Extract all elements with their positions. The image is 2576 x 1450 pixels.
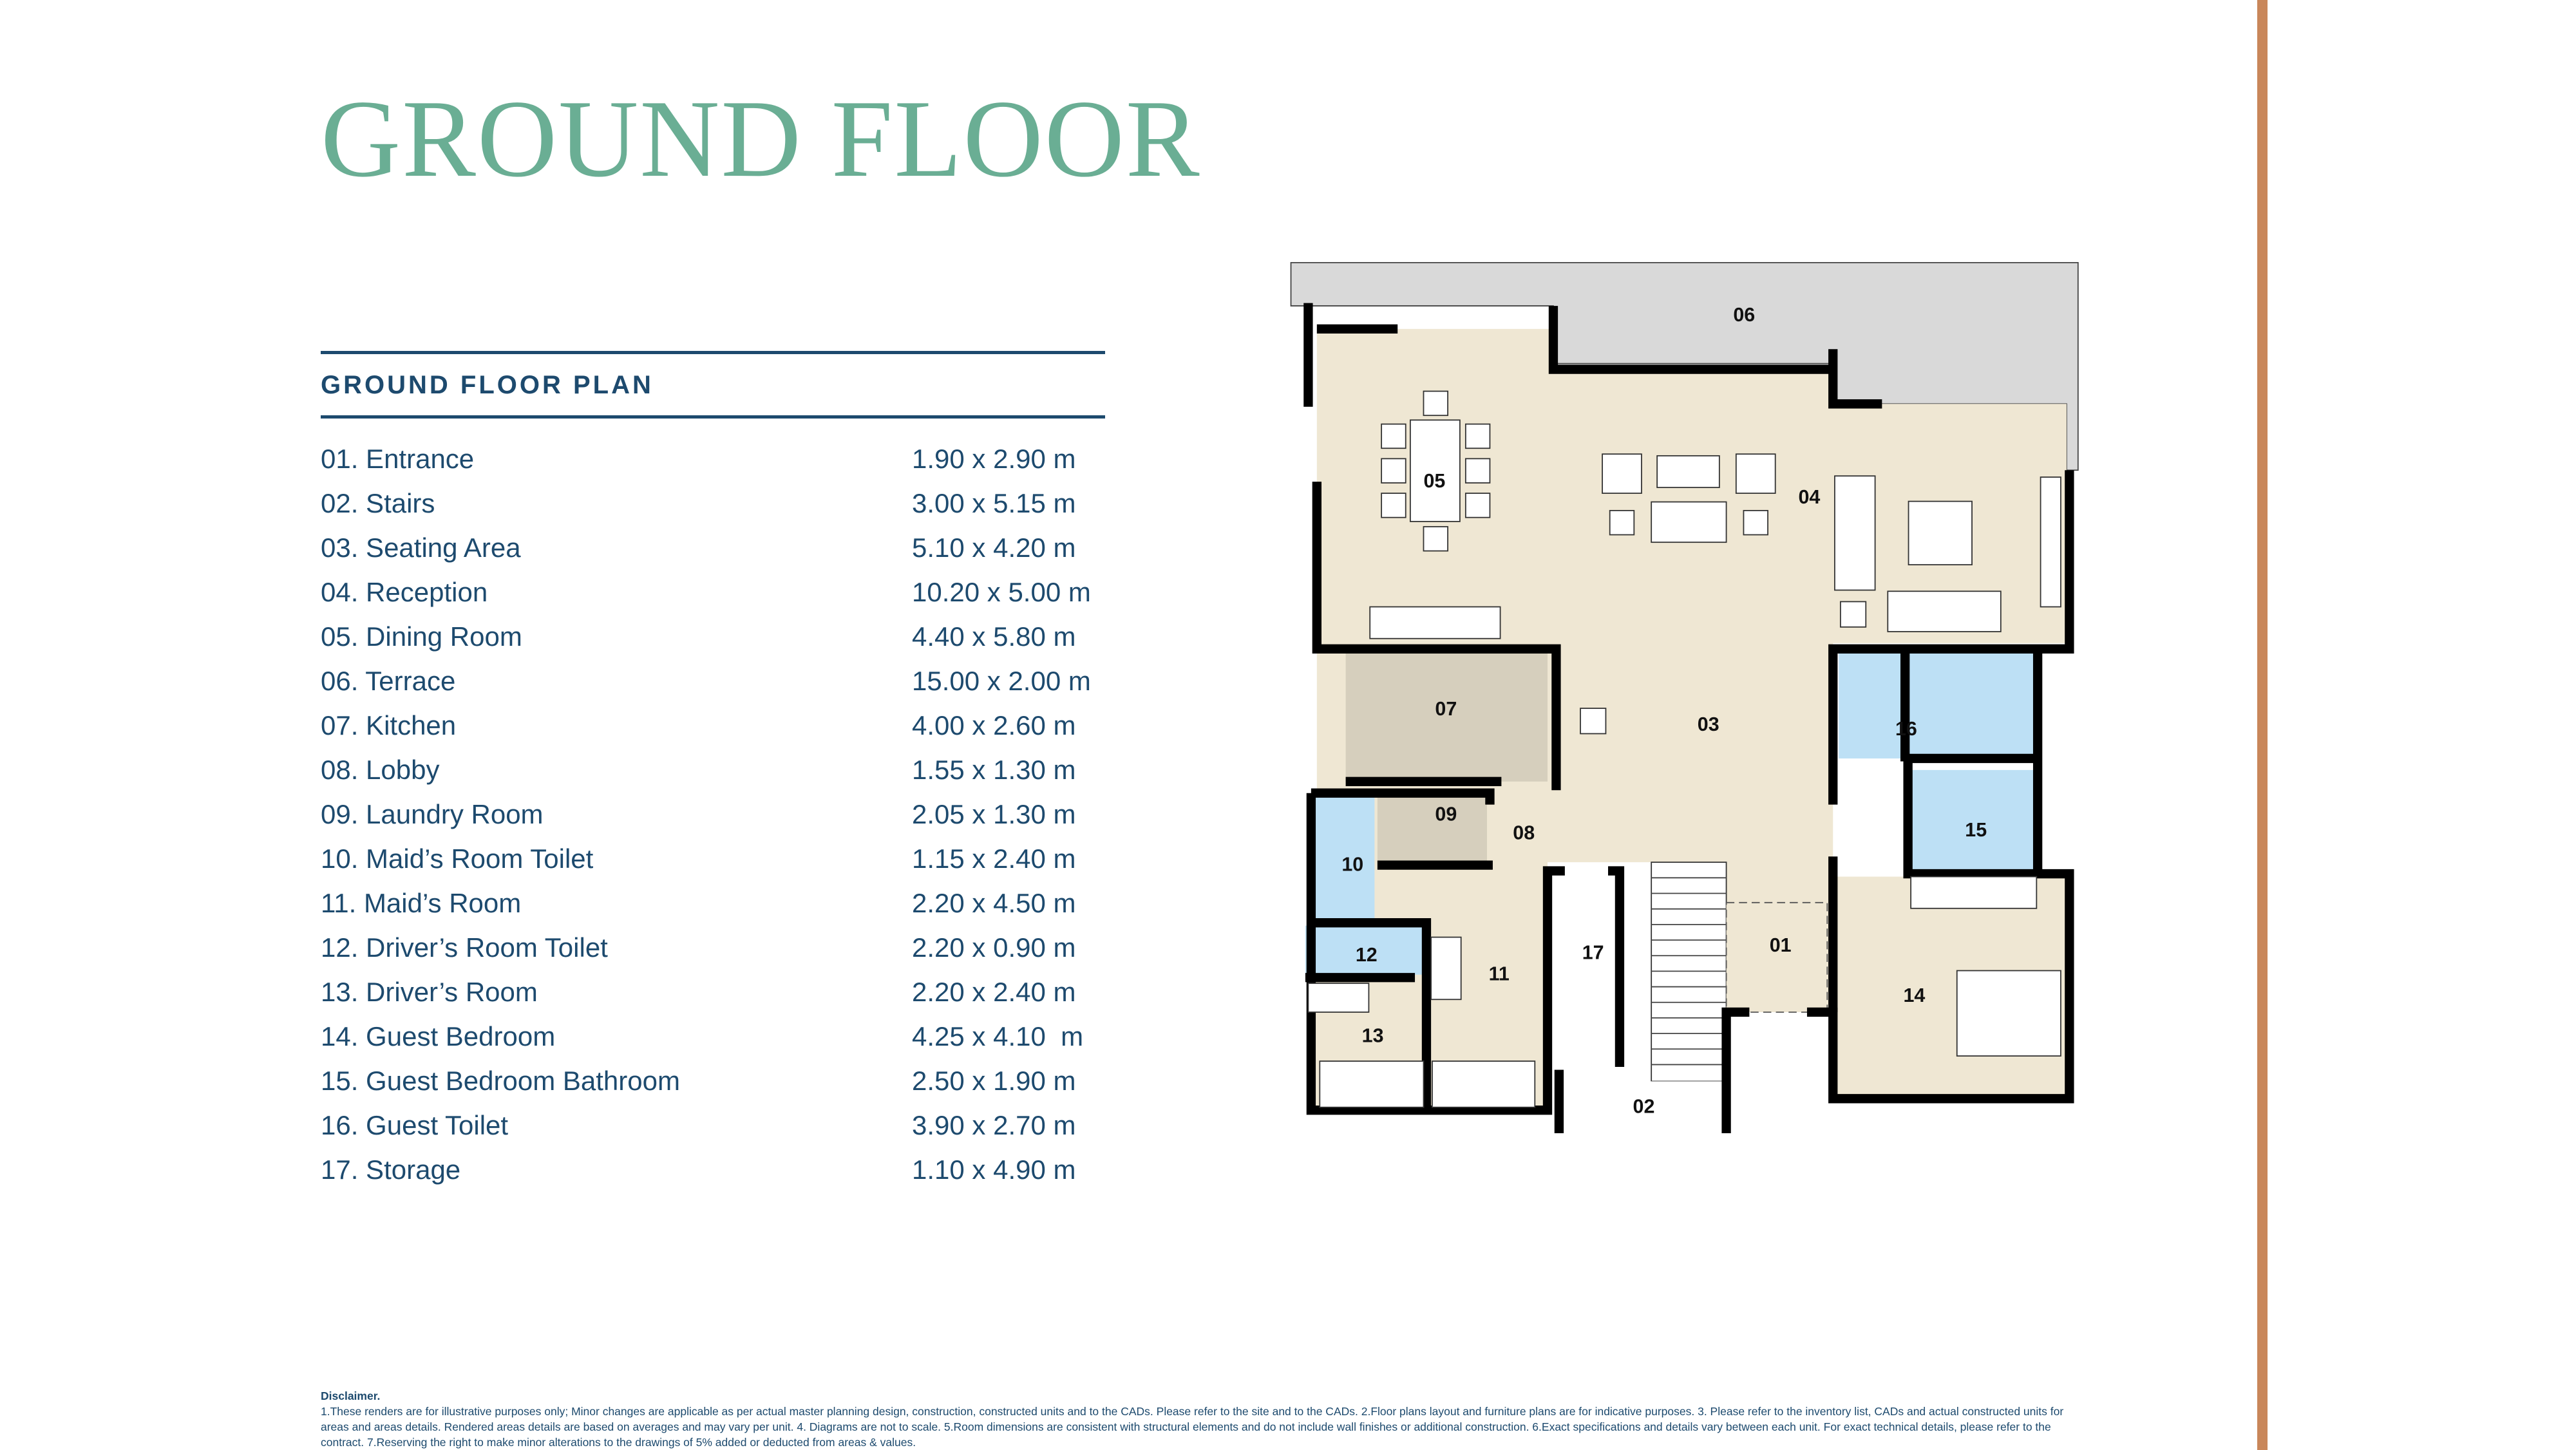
room-name: 05. Dining Room: [321, 621, 522, 652]
room-row: 17. Storage 1.10 x 4.90 m: [321, 1147, 1113, 1192]
label-lobby: 08: [1513, 822, 1535, 843]
label-reception: 04: [1799, 486, 1821, 508]
room-name: 02. Stairs: [321, 487, 435, 518]
kitchen-floor: [1345, 646, 1548, 782]
guest-toilet-floor: [1839, 652, 2038, 758]
divider: [321, 351, 1105, 354]
disclaimer-heading: Disclaimer.: [321, 1389, 381, 1402]
room-name: 01. Entrance: [321, 443, 475, 474]
room-size: 2.50 x 1.90 m: [912, 1065, 1076, 1096]
label-stairs: 02: [1633, 1096, 1655, 1118]
room-size: 4.00 x 2.60 m: [912, 710, 1076, 740]
laundry-floor: [1377, 796, 1487, 863]
room-row: 15. Guest Bedroom Bathroom 2.50 x 1.90 m: [321, 1059, 1113, 1103]
label-driver-room: 13: [1362, 1025, 1384, 1047]
page-title: GROUND FLOOR: [321, 78, 1201, 200]
room-size: 2.20 x 0.90 m: [912, 932, 1076, 963]
room-name: 13. Driver’s Room: [321, 976, 538, 1007]
room-row: 12. Driver’s Room Toilet 2.20 x 0.90 m: [321, 925, 1113, 970]
room-name: 17. Storage: [321, 1154, 461, 1185]
room-name: 08. Lobby: [321, 754, 440, 785]
label-terrace: 06: [1733, 304, 1755, 326]
accent-bar: [2257, 0, 2268, 1450]
stair-landing: [1558, 1081, 1727, 1133]
room-name: 12. Driver’s Room Toilet: [321, 932, 608, 963]
walls: [1303, 303, 2074, 1133]
room-row: 08. Lobby 1.55 x 1.30 m: [321, 748, 1113, 792]
divider: [321, 415, 1105, 419]
room-name: 10. Maid’s Room Toilet: [321, 843, 594, 874]
room-row: 07. Kitchen 4.00 x 2.60 m: [321, 703, 1113, 748]
room-name: 06. Terrace: [321, 665, 456, 696]
label-maid-toilet: 10: [1341, 854, 1363, 876]
room-row: 09. Laundry Room 2.05 x 1.30 m: [321, 792, 1113, 836]
room-row: 13. Driver’s Room 2.20 x 2.40 m: [321, 970, 1113, 1014]
room-size: 5.10 x 4.20 m: [912, 532, 1076, 563]
label-guest-bath: 15: [1965, 819, 1987, 841]
room-size: 3.00 x 5.15 m: [912, 487, 1076, 518]
label-guest-toilet: 16: [1895, 718, 1917, 740]
room-row: 04. Reception 10.20 x 5.00 m: [321, 570, 1113, 614]
label-entrance: 01: [1770, 934, 1792, 956]
room-name: 09. Laundry Room: [321, 798, 544, 829]
room-row: 03. Seating Area 5.10 x 4.20 m: [321, 525, 1113, 570]
guest-bath-floor: [1908, 769, 2038, 871]
room-name: 16. Guest Toilet: [321, 1109, 509, 1140]
label-maid-room: 11: [1489, 963, 1510, 985]
label-dining: 05: [1423, 470, 1445, 492]
room-row: 16. Guest Toilet 3.90 x 2.70 m: [321, 1103, 1113, 1147]
room-size: 1.15 x 2.40 m: [912, 843, 1076, 874]
room-size: 1.90 x 2.90 m: [912, 443, 1076, 474]
room-size: 4.40 x 5.80 m: [912, 621, 1076, 652]
disclaimer: Disclaimer. 1.These renders are for illu…: [321, 1388, 2072, 1450]
room-size: 10.20 x 5.00 m: [912, 576, 1091, 607]
maid-toilet-floor: [1314, 796, 1375, 920]
section-heading: GROUND FLOOR PLAN: [321, 371, 654, 399]
label-driver-toilet: 12: [1356, 944, 1378, 966]
reception-floor: [1308, 328, 2067, 1111]
stair-treads: [1651, 877, 1727, 1066]
label-seating: 03: [1698, 713, 1719, 735]
room-row: 06. Terrace 15.00 x 2.00 m: [321, 659, 1113, 703]
room-size: 1.10 x 4.90 m: [912, 1154, 1076, 1185]
room-row: 01. Entrance 1.90 x 2.90 m: [321, 437, 1113, 481]
label-storage: 17: [1582, 942, 1604, 964]
room-name: 04. Reception: [321, 576, 488, 607]
disclaimer-text: 1.These renders are for illustrative pur…: [321, 1405, 2064, 1449]
room-name: 03. Seating Area: [321, 532, 521, 563]
room-row: 05. Dining Room 4.40 x 5.80 m: [321, 614, 1113, 659]
label-kitchen: 07: [1435, 698, 1457, 720]
room-size: 3.90 x 2.70 m: [912, 1109, 1076, 1140]
floor-plan: 06 05 04 07 03 16 09 08 15 10 12 17 01 1…: [1290, 262, 2079, 1133]
storage-floor: [1556, 874, 1623, 1082]
room-name: 07. Kitchen: [321, 710, 457, 740]
room-size: 2.20 x 2.40 m: [912, 976, 1076, 1007]
room-size: 15.00 x 2.00 m: [912, 665, 1091, 696]
label-laundry: 09: [1435, 804, 1457, 825]
room-row: 14. Guest Bedroom 4.25 x 4.10 m: [321, 1014, 1113, 1059]
room-name: 11. Maid’s Room: [321, 887, 522, 918]
room-size: 4.25 x 4.10 m: [912, 1021, 1084, 1051]
room-list: 01. Entrance 1.90 x 2.90 m 02. Stairs 3.00 …: [321, 437, 1113, 1192]
driver-toilet-floor: [1305, 925, 1424, 975]
room-row: 02. Stairs 3.00 x 5.15 m: [321, 481, 1113, 525]
room-size: 1.55 x 1.30 m: [912, 754, 1076, 785]
room-name: 14. Guest Bedroom: [321, 1021, 556, 1051]
furniture: [1307, 390, 2061, 1108]
room-size: 2.20 x 4.50 m: [912, 887, 1076, 918]
room-row: 10. Maid’s Room Toilet 1.15 x 2.40 m: [321, 836, 1113, 881]
room-name: 15. Guest Bedroom Bathroom: [321, 1065, 680, 1096]
room-row: 11. Maid’s Room 2.20 x 4.50 m: [321, 881, 1113, 925]
label-guest-bedroom: 14: [1903, 984, 1925, 1006]
entrance-area: [1725, 901, 1828, 1013]
room-size: 2.05 x 1.30 m: [912, 798, 1076, 829]
